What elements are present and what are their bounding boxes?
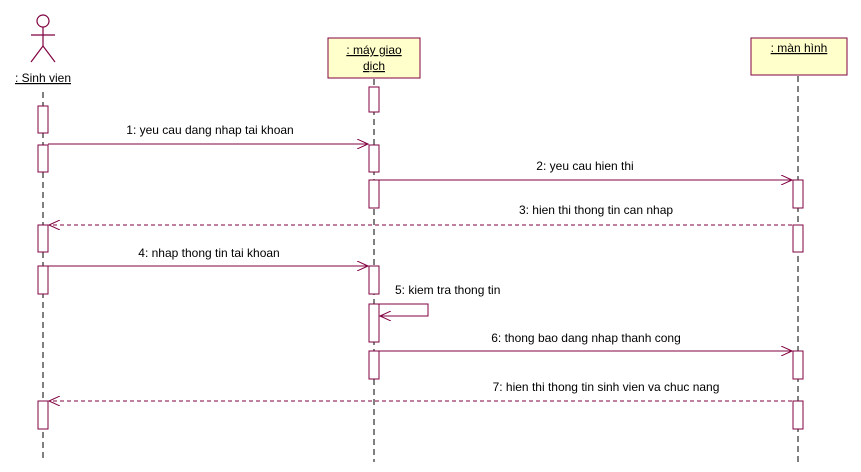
message-5[interactable]: 5: kiem tra thong tin xyxy=(379,283,500,316)
activation-bar xyxy=(37,224,49,253)
object-label: : màn hình xyxy=(771,41,828,55)
activation-bar xyxy=(368,303,380,343)
message-label: 5: kiem tra thong tin xyxy=(395,283,500,297)
actor-label: : Sinh vien xyxy=(15,71,71,85)
object-label-line-2: dịch xyxy=(363,59,385,73)
actor-sinh-vien[interactable]: : Sinh vien xyxy=(15,14,71,85)
activation-bar xyxy=(792,179,804,209)
message-2[interactable]: 2: yeu cau hien thi xyxy=(379,159,792,180)
object-label-line-1: : máy giao xyxy=(346,43,402,57)
message-label: 3: hien thi thong tin can nhap xyxy=(519,203,673,217)
object-box xyxy=(750,37,848,76)
activation-bar xyxy=(368,265,380,295)
activation-bar xyxy=(368,350,380,380)
activation-bar xyxy=(37,105,49,134)
activation-bar xyxy=(368,86,380,113)
actor-icon xyxy=(30,14,56,63)
activation-bar xyxy=(368,179,380,209)
message-arrow xyxy=(379,303,429,316)
activation-bar xyxy=(368,144,380,173)
message-label: 2: yeu cau hien thi xyxy=(536,159,633,173)
message-3[interactable]: 3: hien thi thong tin can nhap xyxy=(49,203,792,225)
object-man-hinh[interactable]: : màn hình xyxy=(750,37,848,76)
activation-bar xyxy=(792,400,804,430)
object-box xyxy=(327,37,421,79)
message-label: 4: nhap thong tin tai khoan xyxy=(138,246,279,260)
activation-bar xyxy=(37,400,49,430)
message-1[interactable]: 1: yeu cau dang nhap tai khoan xyxy=(48,123,368,144)
message-4[interactable]: 4: nhap thong tin tai khoan xyxy=(48,246,368,266)
object-may-giao-dich[interactable]: : máy giao dịch xyxy=(327,37,421,79)
activation-bar xyxy=(37,265,49,295)
message-7[interactable]: 7: hien thi thong tin sinh vien va chuc … xyxy=(49,380,792,401)
message-label: 6: thong bao dang nhap thanh cong xyxy=(491,331,681,345)
message-label: 1: yeu cau dang nhap tai khoan xyxy=(126,123,293,137)
activation-bar xyxy=(37,144,49,173)
activation-bar xyxy=(792,224,804,253)
activation-bar xyxy=(792,350,804,380)
message-label: 7: hien thi thong tin sinh vien va chuc … xyxy=(493,380,720,394)
message-6[interactable]: 6: thong bao dang nhap thanh cong xyxy=(379,331,792,351)
